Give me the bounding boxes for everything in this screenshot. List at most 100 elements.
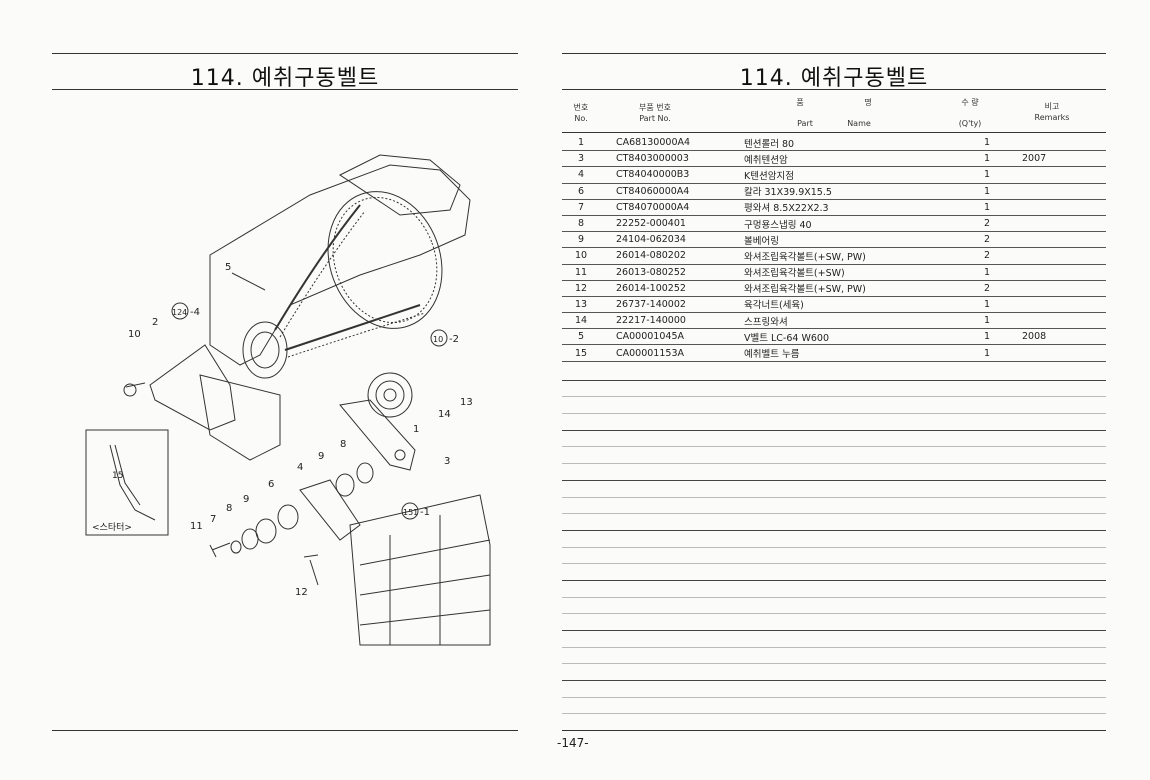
large-pulley <box>327 191 443 329</box>
row-no: 11 <box>562 264 600 281</box>
ruled-line <box>562 530 1106 531</box>
callout-9-top: 9 <box>318 451 324 462</box>
inset-frame <box>85 429 169 536</box>
washer-7 <box>230 540 242 554</box>
row-qty: 2 <box>964 231 1010 249</box>
row-no: 1 <box>562 135 600 152</box>
frame <box>349 494 491 646</box>
ruled-line <box>562 580 1106 581</box>
ruled-line <box>562 380 1106 381</box>
ruled-line <box>562 663 1106 664</box>
snapring-8 <box>356 462 374 484</box>
drive-pulley <box>242 321 288 379</box>
ruled-line <box>562 396 1106 397</box>
row-remarks <box>1010 135 1106 152</box>
row-qty: 1 <box>964 264 1010 281</box>
callout-3: 3 <box>444 456 450 467</box>
header-qty-en: (Q'ty) <box>958 119 982 128</box>
row-remarks: 2007 <box>1010 150 1106 168</box>
callout-2: 2 <box>152 317 158 328</box>
bearing-9 <box>335 473 355 497</box>
row-qty: 1 <box>964 344 1010 362</box>
gearbox-top <box>339 154 461 216</box>
row-part-name: 텐션롤러 80 <box>719 135 964 152</box>
inset-label: <스타터> <box>92 522 132 533</box>
row-no: 5 <box>562 328 600 346</box>
snapring-8b <box>241 528 259 550</box>
callout-11: 11 <box>190 521 203 532</box>
row-part-no: 22217-140000 <box>600 312 719 330</box>
left-page-title: 114. 예취구동벨트 <box>190 66 380 91</box>
callout-13: 13 <box>460 397 473 408</box>
row-part-name: 와셔조립육각볼트(+SW, PW) <box>719 247 964 265</box>
row-part-name: 평와셔 8.5X22X2.3 <box>719 199 964 216</box>
left-bracket <box>149 344 236 431</box>
row-part-no: 26013-080252 <box>600 264 719 281</box>
callout-151-suffix: -1 <box>420 507 430 518</box>
row-qty: 1 <box>964 312 1010 330</box>
row-remarks: 2008 <box>1010 328 1106 346</box>
row-part-no: 26737-140002 <box>600 296 719 314</box>
row-part-name: 칼라 31X39.9X15.5 <box>719 183 964 200</box>
ruled-line <box>562 413 1106 414</box>
page-number: -147- <box>557 736 589 750</box>
callout-124: 124 <box>172 308 187 317</box>
collar-6 <box>277 504 299 530</box>
row-part-no: CT84040000B3 <box>600 166 719 184</box>
header-name-en-2: Name <box>847 119 871 128</box>
exploded-parts-diagram: 5 124 -4 10 10 -2 2 13 14 1 8 9 3 4 6 15… <box>85 154 491 646</box>
row-qty: 2 <box>964 280 1010 297</box>
row-part-name: 육각너트(세육) <box>719 296 964 314</box>
callout-7: 7 <box>210 514 216 525</box>
row-part-no: CA00001153A <box>600 344 719 362</box>
row-qty: 1 <box>964 328 1010 346</box>
right-page-title: 114. 예취구동벨트 <box>739 66 929 91</box>
row-no: 10 <box>562 247 600 265</box>
row-no: 3 <box>562 150 600 168</box>
callout-10-suffix: -2 <box>449 334 459 345</box>
header-part-no: 부품 번호 Part No. <box>639 103 671 123</box>
ruled-line <box>562 563 1106 564</box>
row-no: 6 <box>562 183 600 200</box>
row-no: 9 <box>562 231 600 249</box>
tension-roller <box>367 372 413 418</box>
row-qty: 1 <box>964 135 1010 152</box>
callout-5: 5 <box>225 262 231 273</box>
callout-4: 4 <box>297 462 303 473</box>
row-no: 4 <box>562 166 600 184</box>
row-qty: 1 <box>964 183 1010 200</box>
row-remarks <box>1010 231 1106 249</box>
left-page: 114. 예취구동벨트 <box>0 0 540 780</box>
left-bottom-rule <box>52 730 518 731</box>
row-part-name: 예취벨트 누름 <box>719 344 964 362</box>
ruled-line <box>562 430 1106 431</box>
callout-10-left: 10 <box>128 329 141 340</box>
row-no: 15 <box>562 344 600 362</box>
row-no: 13 <box>562 296 600 314</box>
header-remarks: 비고 Remarks <box>1034 102 1070 122</box>
callout-15: 15 <box>112 471 123 481</box>
right-bottom-rule <box>562 730 1106 731</box>
title-top-rule <box>52 53 518 54</box>
ruled-line <box>562 480 1106 481</box>
tension-arm-support <box>299 479 361 541</box>
header-name-en-1: Part <box>797 119 813 128</box>
row-qty: 1 <box>964 166 1010 184</box>
row-qty: 2 <box>964 247 1010 265</box>
row-part-name: 볼베어링 <box>719 231 964 249</box>
row-remarks <box>1010 344 1106 362</box>
row-no: 7 <box>562 199 600 216</box>
tension-arm <box>339 399 416 471</box>
row-qty: 1 <box>964 150 1010 168</box>
row-part-no: CT84070000A4 <box>600 199 719 216</box>
